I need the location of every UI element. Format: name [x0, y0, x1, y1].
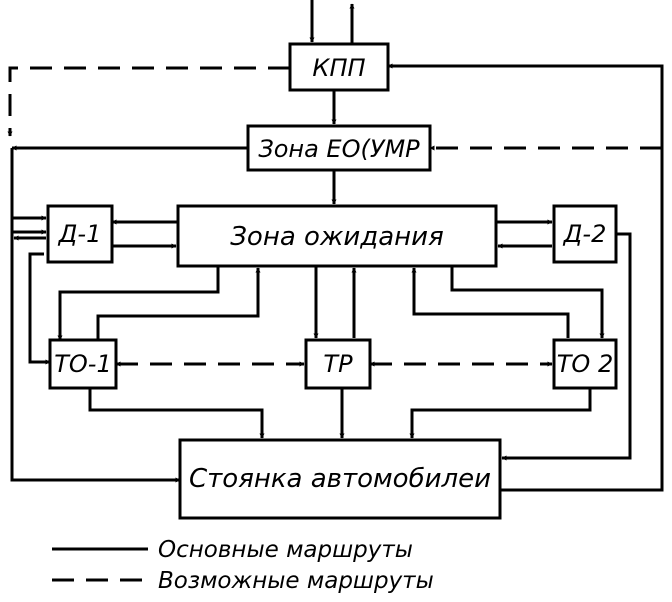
d1-to-to1-loop	[28, 252, 51, 365]
node-d2: Д-2	[552, 204, 618, 264]
to1-label: ТО-1	[54, 350, 111, 378]
connectors	[7, 0, 664, 492]
d1-label: Д-1	[58, 220, 102, 248]
d2-box	[552, 204, 618, 264]
kpp-left-dashed-route	[7, 66, 290, 137]
d2-to-parking-arrow	[501, 232, 632, 461]
eo-box	[246, 124, 432, 172]
eo-label: Зона ЕО(УМР	[258, 135, 420, 163]
wait-label: Зона ожидания	[230, 222, 443, 252]
parking-label: Стоянка автомобилеи	[189, 464, 491, 494]
node-eo: Зона ЕО(УМР	[246, 124, 432, 172]
to1-to-wait-arrow	[96, 267, 261, 340]
wait-box	[176, 204, 498, 268]
d1-box	[46, 204, 114, 264]
tr-box	[304, 338, 372, 390]
node-parking: Стоянка автомобилеи	[178, 438, 502, 520]
wait-to-to2-arrow	[450, 266, 605, 339]
kpp-label: КПП	[312, 54, 365, 82]
node-to1: ТО-1	[48, 338, 118, 390]
to2-to-wait-arrow	[411, 267, 570, 338]
node-to2: ТО 2	[552, 338, 618, 390]
legend-dashed-label: Возможные маршруты	[158, 568, 434, 594]
node-wait: Зона ожидания	[176, 204, 498, 268]
wait-to-to1-arrow	[57, 266, 220, 341]
to2-to-parking-arrow	[409, 388, 592, 439]
node-tr: ТР	[304, 338, 372, 390]
legend-solid-label: Основные маршруты	[158, 537, 413, 563]
legend: Основные маршруты Возможные маршруты	[52, 537, 434, 594]
to2-box	[552, 338, 618, 390]
to2-label: ТО 2	[557, 350, 613, 378]
left-trunk-to-parking	[10, 148, 181, 483]
to1-box	[48, 338, 118, 390]
node-kpp: КПП	[288, 42, 390, 92]
parking-box	[178, 438, 502, 520]
to1-to-parking-arrow	[88, 388, 265, 439]
parking-to-kpp-arrow	[387, 63, 664, 492]
node-d1: Д-1	[46, 204, 114, 264]
d2-label: Д-2	[563, 220, 607, 248]
tr-label: ТР	[323, 350, 353, 378]
kpp-box	[288, 42, 390, 92]
